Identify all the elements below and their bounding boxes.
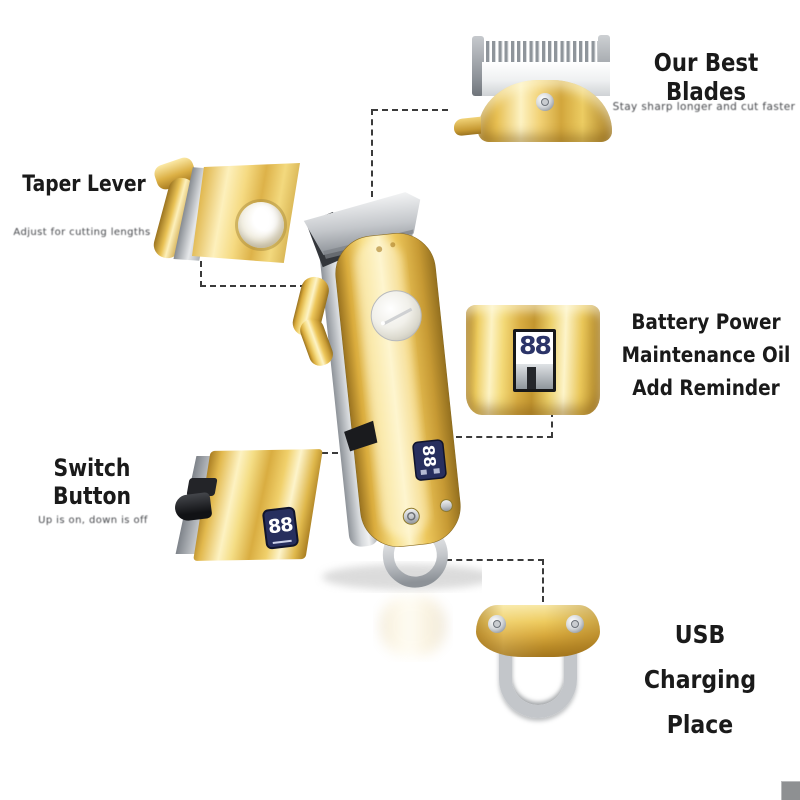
battery-lcd-value: 88 (519, 331, 552, 360)
connector-usb-vertical (542, 559, 544, 602)
usb-callout-line1: USB (674, 620, 726, 649)
screw-icon (566, 615, 584, 633)
screw-icon (488, 615, 506, 633)
blade-side-rail-left (472, 36, 484, 96)
blades-callout-title: Our Best Blades (653, 48, 759, 106)
connector-battery-vertical (551, 411, 553, 438)
connector-switch-horizontal (312, 452, 358, 454)
usb-charging-image (474, 602, 602, 724)
switch-callout-subtitle: Up is on, down is off (38, 515, 148, 526)
button-slot (382, 307, 413, 326)
battery-callout-line3: Add Reminder (632, 376, 780, 400)
battery-callout-line1: Battery Power (631, 310, 781, 334)
clipper-power-switch (344, 420, 378, 452)
battery-lcd-bar (527, 367, 536, 389)
connector-usb-horizontal (446, 559, 544, 561)
taper-lever-image (150, 155, 302, 266)
switch-callout-title: Switch Button (52, 454, 132, 510)
battery-lcd: 88 (513, 329, 556, 392)
clipper-taper-lever-tip (300, 318, 333, 366)
screw-icon (439, 499, 453, 513)
connector-battery-horizontal (456, 436, 553, 438)
switch-mini-display: 88 (261, 506, 300, 550)
screw-spiral (407, 512, 416, 521)
blade-hinge-tab (454, 116, 481, 137)
battery-callout-text: Battery Power Maintenance Oil Add Remind… (622, 306, 791, 405)
display-icon (420, 469, 427, 476)
battery-callout-line2: Maintenance Oil (621, 343, 791, 367)
screw-icon (536, 93, 554, 111)
clipper-display-value: 88 (418, 444, 439, 468)
battery-display-image: 88 (466, 305, 600, 415)
display-icon (433, 468, 440, 474)
taper-callout-title: Taper Lever (22, 172, 146, 197)
connector-taper-vertical (200, 261, 202, 287)
switch-button-image: 88 (173, 446, 326, 564)
connector-blades-horizontal (372, 109, 448, 111)
taper-callout-subtitle: Adjust for cutting lengths (13, 227, 151, 238)
connector-taper-horizontal (200, 285, 306, 287)
taper-pivot-button (238, 202, 284, 248)
main-clipper-image: 88 (292, 192, 482, 656)
body-dimple (390, 242, 396, 248)
corner-gray-square (781, 781, 800, 800)
screw-icon (402, 507, 420, 525)
clipper-reflection (380, 596, 446, 656)
connector-blades-vertical (371, 109, 373, 197)
body-dimple (376, 246, 383, 253)
clipper-blade (303, 192, 421, 256)
blade-teeth-icon (486, 41, 598, 64)
blade-head-image (446, 30, 618, 144)
button-glint (380, 321, 385, 326)
switch-gold-panel (193, 449, 323, 561)
blades-callout-subtitle: Stay sharp longer and cut faster (612, 101, 796, 113)
usb-callout-line2: Charging Place (643, 665, 757, 739)
usb-callout-text: USB Charging Place (612, 612, 788, 747)
switch-knob (173, 491, 213, 523)
